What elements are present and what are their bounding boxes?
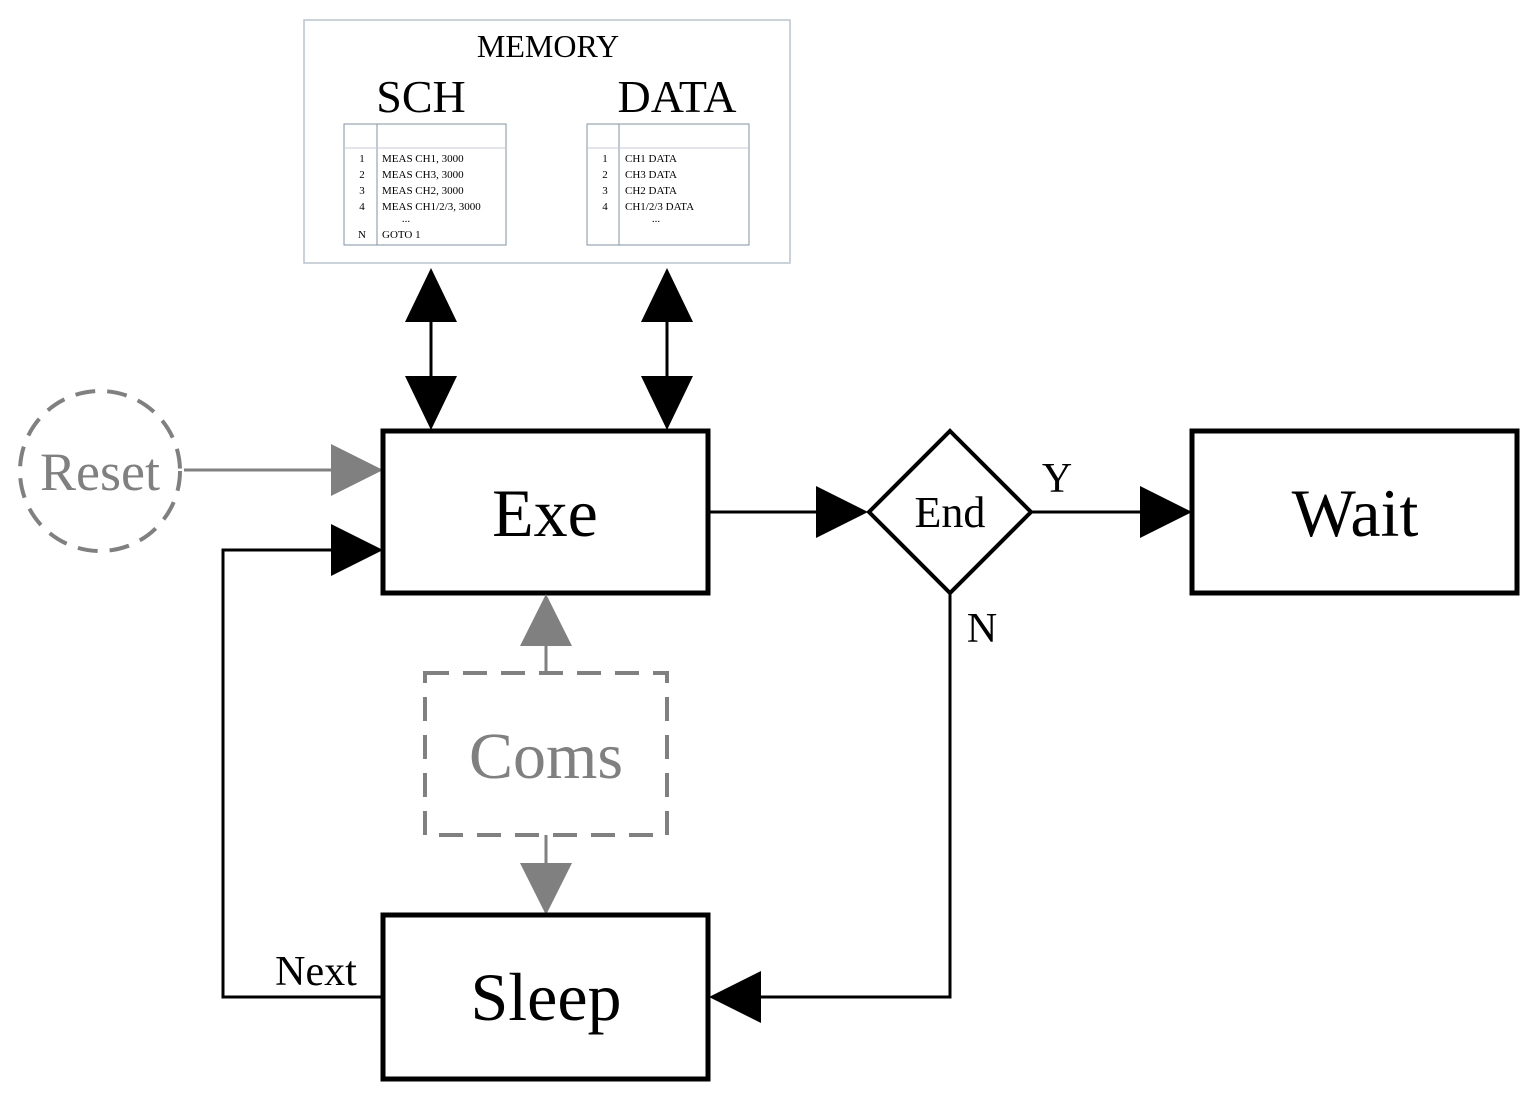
arrowhead-down-icon	[520, 863, 572, 915]
memory-data-link	[641, 268, 693, 430]
next-label: Next	[275, 949, 357, 995]
sch-label: SCH	[376, 71, 465, 122]
row-index: 2	[359, 169, 365, 181]
sch-table: 1 MEAS CH1, 3000 2 MEAS CH3, 3000 3 MEAS CH2,…	[343, 123, 507, 246]
row-text: MEAS CH1, 3000	[382, 153, 464, 165]
memory-sch-link	[405, 268, 457, 430]
end-to-sleep-edge: N	[709, 593, 997, 1023]
exe-to-end-edge	[708, 486, 868, 538]
row-index: 3	[602, 185, 608, 197]
table-row: 2 CH3 DATA	[602, 169, 677, 181]
row-index: N	[358, 229, 366, 241]
memory-title: MEMORY	[477, 28, 619, 64]
arrowhead-up-icon	[520, 594, 572, 646]
arrowhead-right-icon	[331, 444, 383, 496]
row-text: MEAS CH3, 3000	[382, 169, 464, 181]
exe-label: Exe	[492, 475, 598, 551]
arrowhead-right-icon	[1140, 486, 1192, 538]
arrowhead-down-icon	[405, 376, 457, 430]
end-decision: End	[866, 428, 1034, 596]
row-index: 4	[359, 201, 365, 213]
row-index: 4	[602, 201, 608, 213]
row-index: 3	[359, 185, 365, 197]
sleep-label: Sleep	[470, 959, 621, 1035]
coms-to-sleep-edge	[520, 835, 572, 915]
table-row: ...	[402, 213, 411, 225]
row-text: CH3 DATA	[625, 169, 677, 181]
coms-node: Coms	[423, 671, 669, 837]
end-label: End	[915, 488, 986, 537]
table-row: N GOTO 1	[358, 229, 421, 241]
memory-panel: MEMORY SCH DATA 1 MEAS CH1, 3000 2 MEAS CH3…	[303, 19, 791, 264]
arrowhead-right-icon	[331, 524, 383, 576]
table-row: 2 MEAS CH3, 3000	[359, 169, 464, 181]
exe-node: Exe	[380, 428, 711, 596]
sleep-node: Sleep	[380, 912, 711, 1082]
row-text: GOTO 1	[382, 229, 421, 241]
table-row: 4 CH1/2/3 DATA	[602, 201, 694, 213]
row-text: MEAS CH2, 3000	[382, 185, 464, 197]
row-text: CH1/2/3 DATA	[625, 201, 694, 213]
wait-node: Wait	[1189, 428, 1520, 596]
yes-label: Y	[1042, 456, 1072, 502]
row-text: ...	[402, 213, 411, 225]
row-text: MEAS CH1/2/3, 3000	[382, 201, 481, 213]
table-row: 3 MEAS CH2, 3000	[359, 185, 464, 197]
reset-node: Reset	[18, 389, 182, 553]
row-index: 2	[602, 169, 608, 181]
table-row: ...	[652, 213, 661, 225]
arrowhead-up-icon	[641, 268, 693, 322]
reset-to-exe-edge	[184, 444, 383, 496]
table-row: 3 CH2 DATA	[602, 185, 677, 197]
end-to-wait-edge: Y	[1031, 456, 1192, 538]
reset-label: Reset	[40, 442, 160, 502]
arrowhead-left-icon	[709, 971, 761, 1023]
data-label: DATA	[618, 71, 737, 122]
coms-label: Coms	[469, 720, 623, 793]
row-text: ...	[652, 213, 661, 225]
table-row: 1 CH1 DATA	[602, 153, 677, 165]
table-row: 1 MEAS CH1, 3000	[359, 153, 464, 165]
data-table: 1 CH1 DATA 2 CH3 DATA 3 CH2 DATA 4 CH1/2/3 DATA…	[586, 123, 750, 246]
arrowhead-right-icon	[816, 486, 868, 538]
sleep-to-exe-edge: Next	[221, 524, 383, 999]
row-index: 1	[359, 153, 365, 165]
table-row: 4 MEAS CH1/2/3, 3000	[359, 201, 481, 213]
arrowhead-down-icon	[641, 376, 693, 430]
no-label: N	[967, 606, 997, 652]
wait-label: Wait	[1292, 475, 1419, 551]
row-text: CH2 DATA	[625, 185, 677, 197]
row-text: CH1 DATA	[625, 153, 677, 165]
row-index: 1	[602, 153, 608, 165]
memory-frame	[303, 19, 791, 264]
arrowhead-up-icon	[405, 268, 457, 322]
coms-to-exe-edge	[520, 594, 572, 673]
